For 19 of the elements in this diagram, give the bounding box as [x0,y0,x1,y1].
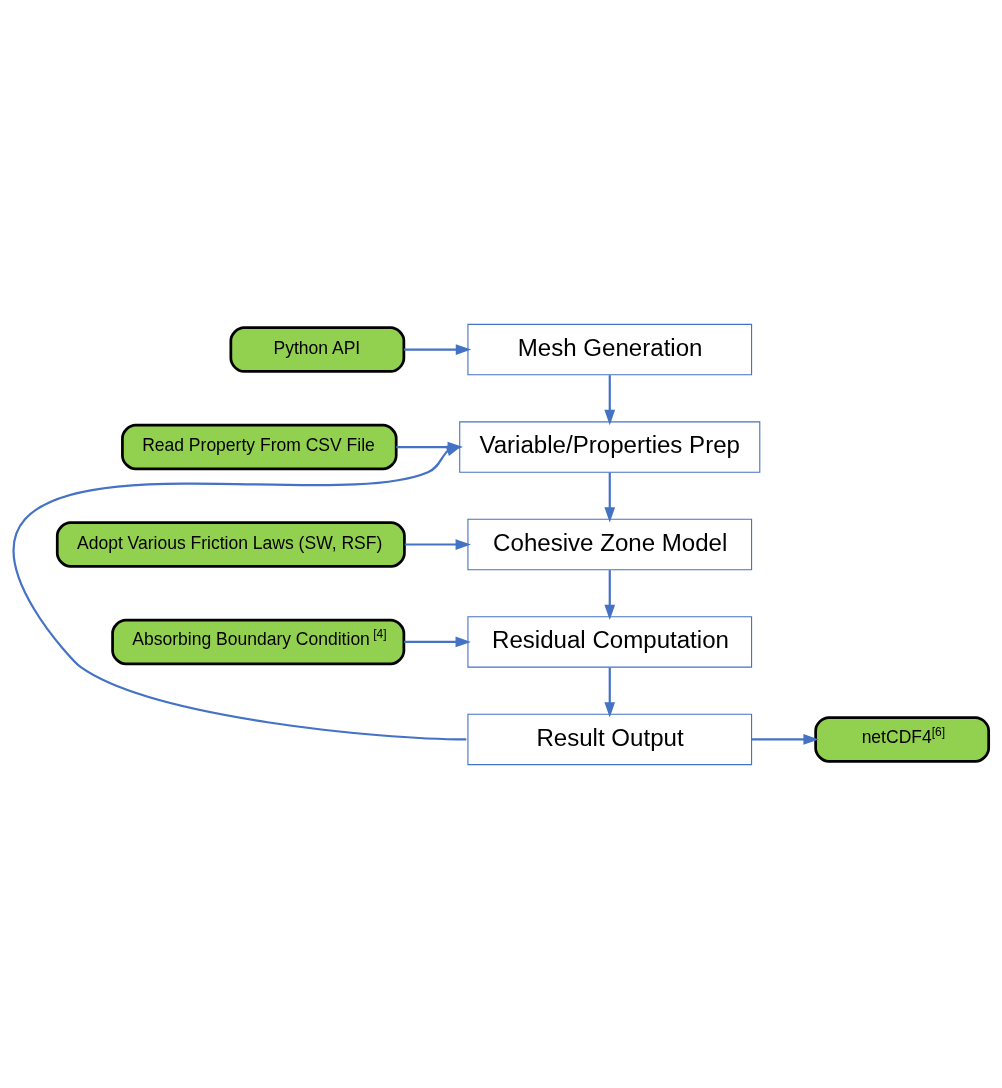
node-box: Mesh Generation [467,323,753,375]
node-box: Residual Computation [467,615,753,668]
arrow [604,569,616,620]
arrow [403,343,472,355]
arrow [604,472,616,523]
arrow [604,374,616,425]
node-box: Read Property From CSV File [121,423,398,470]
node-box: Variable/Properties Prep [459,420,761,473]
arrow [604,667,616,718]
arrow [751,733,819,745]
node-box: Adopt Various Friction Laws (SW, RSF) [55,520,406,568]
node-box: Python API [229,325,406,373]
node-box: netCDF4$^{[6]}$ [814,715,991,763]
arrow [13,445,467,741]
node-box: Cohesive Zone Model [467,518,753,570]
node-box: Result Output [467,713,753,765]
node-box: Absorbing Boundary Condition$^{[4]}$ [111,618,406,665]
arrow [404,538,471,550]
arrow [404,636,471,647]
